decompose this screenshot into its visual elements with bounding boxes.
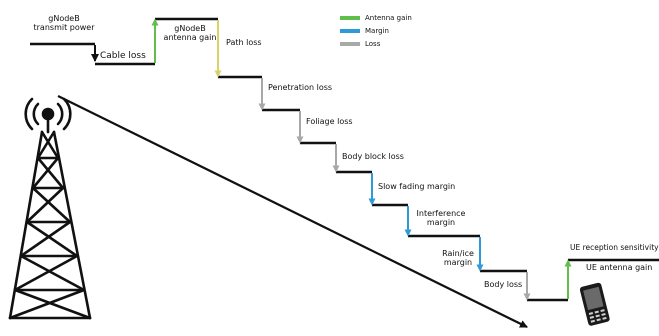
gnodeb-tx-line1: gNodeB xyxy=(48,14,80,23)
legend-item-margin: Margin xyxy=(340,27,389,35)
body-loss-label: Body loss xyxy=(484,280,523,289)
gnodeb-gain-line2: antenna gain xyxy=(163,33,217,42)
legend-swatch-antenna-gain xyxy=(340,16,360,20)
gnodeb-tx-line2: transmit power xyxy=(33,23,95,32)
legend-swatch-margin xyxy=(340,29,360,33)
cable-loss-label: Cable loss xyxy=(100,51,146,61)
transition-arrows xyxy=(91,18,572,301)
legend-label-loss: Loss xyxy=(365,40,381,48)
interference-margin-label: Interference margin xyxy=(414,209,468,227)
step-levels xyxy=(30,17,659,302)
ue-reception-sensitivity-label: UE reception sensitivity xyxy=(570,243,659,252)
penetration-loss-label: Penetration loss xyxy=(268,83,333,92)
propagation-line xyxy=(57,95,528,328)
rain-line2: margin xyxy=(443,258,473,267)
gnodeb-antenna-gain-label: gNodeB antenna gain xyxy=(160,24,220,42)
legend-swatch-loss xyxy=(340,42,360,46)
legend-item-antenna-gain: Antenna gain xyxy=(340,14,412,22)
legend-item-loss: Loss xyxy=(340,40,380,48)
slow-fading-margin-label: Slow fading margin xyxy=(378,182,456,191)
rain-line1: Rain/ice xyxy=(442,249,474,258)
gnodeb-transmit-power-label: gNodeB transmit power xyxy=(30,14,98,32)
legend-label-margin: Margin xyxy=(365,27,389,35)
legend-label-antenna-gain: Antenna gain xyxy=(365,14,412,22)
gnodeb-gain-line1: gNodeB xyxy=(174,24,206,33)
foliage-loss-label: Foliage loss xyxy=(306,117,353,126)
rain-ice-margin-label: Rain/ice margin xyxy=(436,249,480,267)
interference-line1: Interference xyxy=(416,209,466,218)
interference-line2: margin xyxy=(426,218,456,227)
body-block-loss-label: Body block loss xyxy=(342,152,404,161)
cell-tower-icon xyxy=(8,97,92,320)
ue-antenna-gain-label: UE antenna gain xyxy=(586,263,653,272)
path-loss-label: Path loss xyxy=(226,38,262,47)
mobile-phone-icon xyxy=(579,282,610,326)
